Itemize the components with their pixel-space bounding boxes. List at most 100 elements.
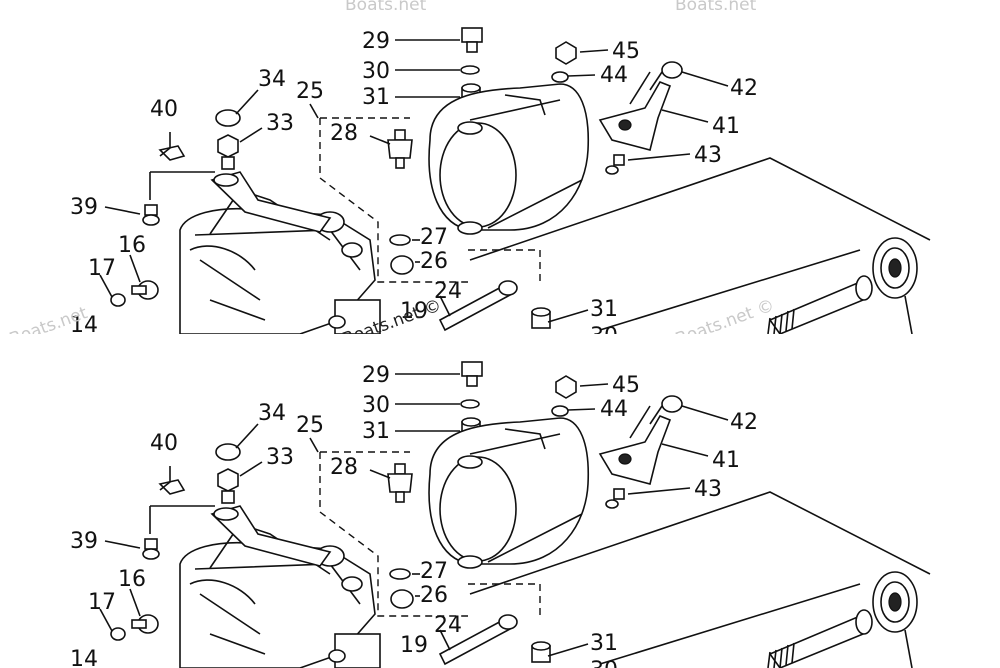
washer-44 — [551, 71, 569, 83]
watermark: Boats.net © — [673, 295, 777, 334]
assembly-bracket — [319, 118, 468, 283]
bolt-43 — [605, 488, 625, 509]
assembly-bracket-right — [468, 583, 541, 616]
callout-39: 39 — [70, 529, 98, 554]
callout-31: 31 — [362, 85, 390, 110]
callout-31: 31 — [362, 419, 390, 444]
callout-17: 17 — [88, 256, 116, 281]
steering-arm — [210, 505, 332, 567]
shaft-outline-lower — [599, 249, 861, 331]
leader-40 — [159, 466, 171, 491]
leader-25 — [309, 103, 319, 119]
callout-34: 34 — [258, 401, 286, 426]
fitting-28 — [387, 129, 413, 169]
callout-28: 28 — [330, 455, 358, 480]
washer-17 — [110, 627, 126, 641]
callout-19: 19 — [400, 299, 428, 324]
bracket-41 — [598, 80, 672, 151]
bolt-29 — [461, 27, 483, 53]
callout-25: 25 — [296, 413, 324, 438]
steering-arm — [210, 171, 332, 233]
washer-17 — [110, 293, 126, 307]
callout-24: 24 — [434, 613, 462, 638]
washer-44 — [551, 405, 569, 417]
callout-44: 44 — [600, 63, 628, 88]
assembly-bracket — [319, 452, 468, 617]
cap-34 — [215, 109, 241, 127]
nozzle-ring — [428, 83, 590, 235]
callout-26: 26 — [420, 583, 448, 608]
rod-24 — [438, 614, 518, 666]
leader-40 — [159, 132, 171, 157]
washer-30 — [460, 65, 480, 75]
collar-31-lower — [531, 307, 551, 329]
clip-40 — [158, 479, 186, 495]
callout-29: 29 — [362, 29, 390, 54]
callout-40: 40 — [150, 431, 178, 456]
nut-33 — [217, 468, 239, 504]
cap-42 — [661, 61, 683, 79]
bolt-43 — [605, 154, 625, 175]
callout-42: 42 — [730, 76, 758, 101]
diagram-panel-bottom: 29 30 31 45 44 42 41 43 34 25 40 33 28 3… — [0, 334, 1000, 668]
nozzle-ring — [428, 417, 590, 569]
drive-shaft — [767, 609, 873, 668]
callout-42: 42 — [730, 410, 758, 435]
collar-31-lower — [531, 641, 551, 663]
callout-41: 41 — [712, 448, 740, 473]
fitting-28 — [387, 463, 413, 503]
leader-25 — [309, 437, 319, 453]
callout-16: 16 — [118, 567, 146, 592]
washer-27 — [389, 234, 411, 246]
shaft-outline-lower — [599, 583, 861, 665]
nut-26 — [390, 255, 414, 275]
callout-41: 41 — [712, 114, 740, 139]
callout-31-lower: 31 — [590, 297, 618, 322]
grommet-16 — [131, 280, 159, 300]
callout-45: 45 — [612, 373, 640, 398]
callout-43: 43 — [694, 477, 722, 502]
callout-14: 14 — [70, 647, 98, 668]
callout-45: 45 — [612, 39, 640, 64]
nut-26 — [390, 589, 414, 609]
callout-30: 30 — [362, 393, 390, 418]
shaft-outline-upper — [469, 491, 931, 595]
washer-27 — [389, 568, 411, 580]
watermark: Boats.net — [345, 0, 427, 15]
callout-24: 24 — [434, 279, 462, 304]
callout-30: 30 — [362, 59, 390, 84]
callout-27: 27 — [420, 559, 448, 584]
callout-17: 17 — [88, 590, 116, 615]
assembly-bracket-right — [468, 249, 541, 282]
exploded-diagram-top: 29 30 31 45 44 42 41 43 34 25 40 33 28 3… — [7, 0, 931, 334]
bearing — [872, 237, 918, 299]
nut-45 — [555, 375, 577, 399]
callout-43: 43 — [694, 143, 722, 168]
rod-24 — [438, 280, 518, 332]
callout-27: 27 — [420, 225, 448, 250]
callout-44: 44 — [600, 397, 628, 422]
callout-31-lower: 31 — [590, 631, 618, 656]
nut-45 — [555, 41, 577, 65]
callout-34: 34 — [258, 67, 286, 92]
callout-30-lower: 30 — [590, 324, 618, 334]
callout-33: 33 — [266, 445, 294, 470]
callout-30-lower: 30 — [590, 658, 618, 668]
shaft-outline-upper — [469, 157, 931, 261]
callout-29: 29 — [362, 363, 390, 388]
grommet-16 — [131, 614, 159, 634]
cap-42 — [661, 395, 683, 413]
diagram-panel-top: 29 30 31 45 44 42 41 43 34 25 40 33 28 3… — [6, 0, 931, 334]
callout-25: 25 — [296, 79, 324, 104]
bolt-39 — [142, 204, 160, 226]
callout-26: 26 — [420, 249, 448, 274]
bolt-39 — [142, 538, 160, 560]
callout-39: 39 — [70, 195, 98, 220]
washer-30 — [460, 399, 480, 409]
callout-16: 16 — [118, 233, 146, 258]
callout-28: 28 — [330, 121, 358, 146]
exploded-diagram-bottom: 29 30 31 45 44 42 41 43 34 25 40 33 28 3… — [70, 361, 931, 668]
clip-40 — [158, 145, 186, 161]
nut-33 — [217, 134, 239, 170]
watermark: Boats.net — [675, 0, 757, 15]
